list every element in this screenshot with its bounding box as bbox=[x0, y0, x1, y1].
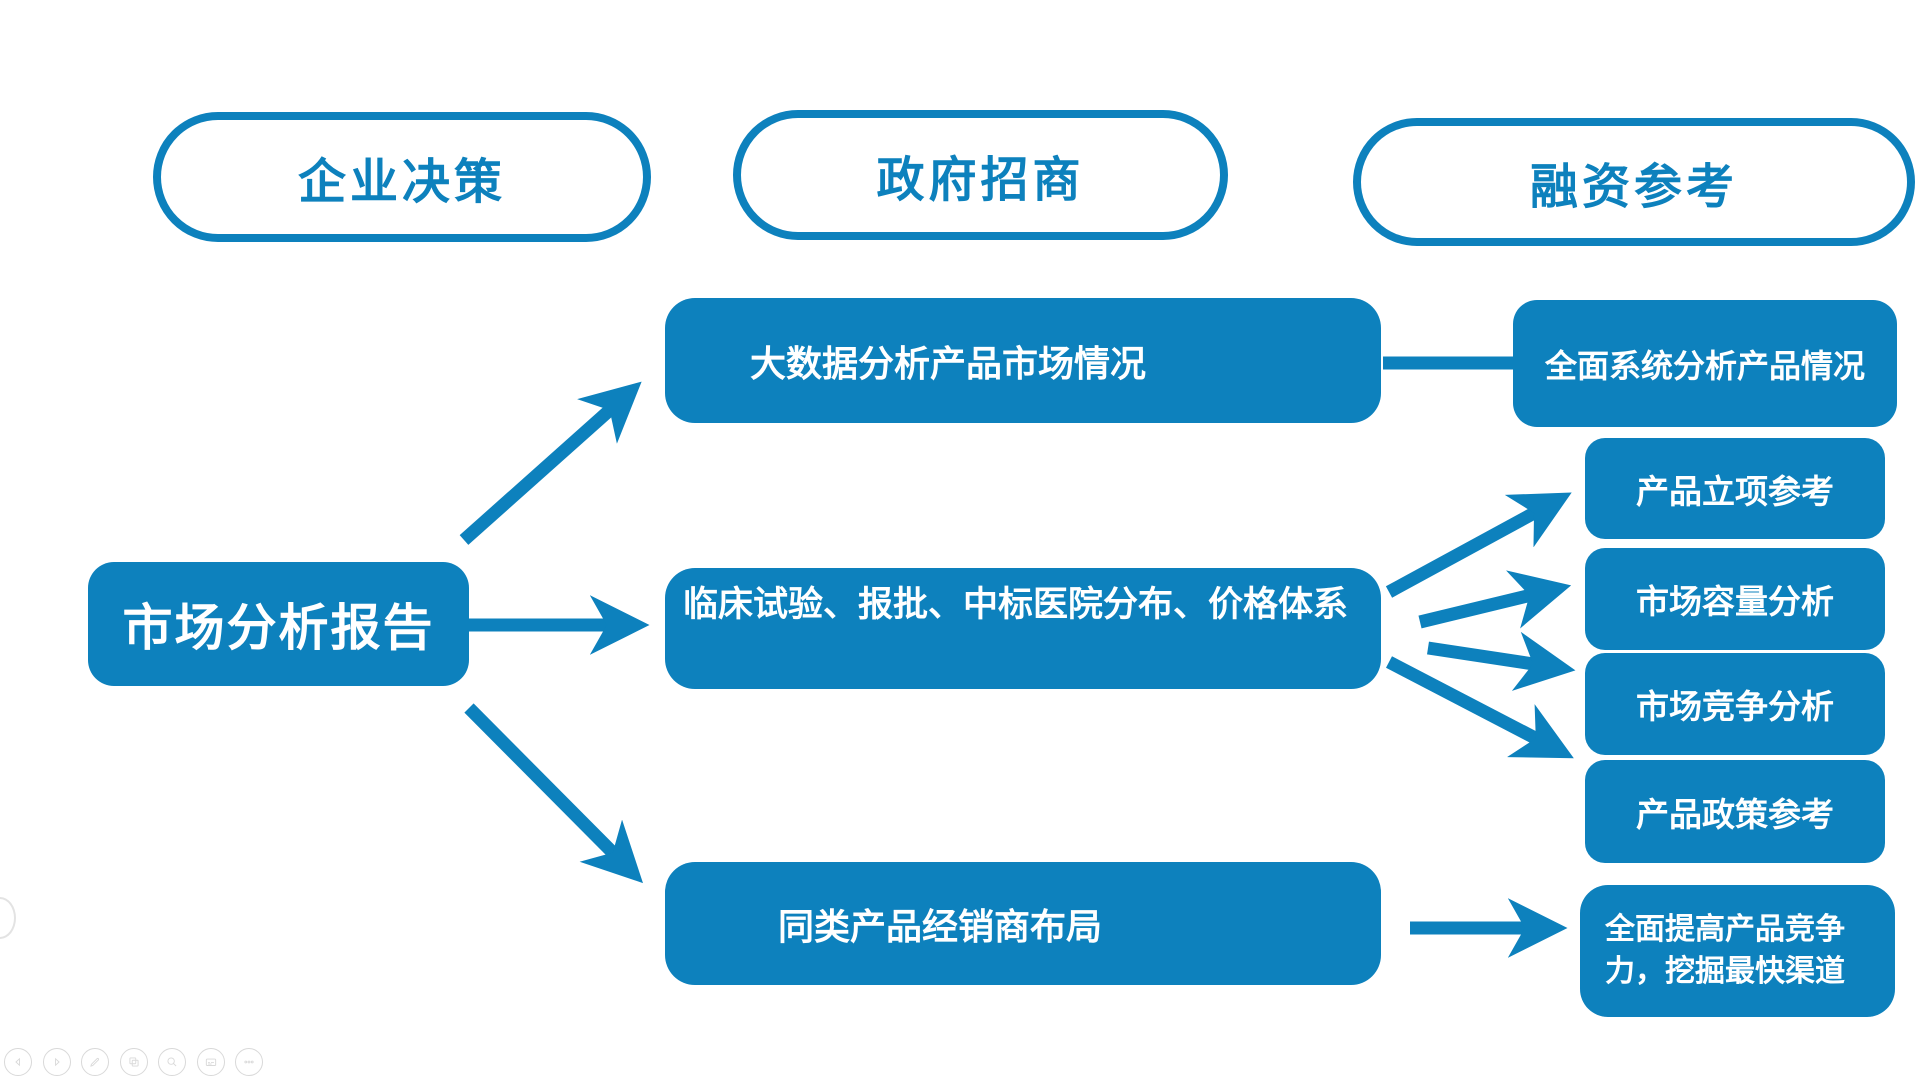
node-label: 临床试验、报批、中标医院分布、价格体系 bbox=[683, 584, 1349, 625]
viewer-toolbar bbox=[4, 1048, 263, 1076]
node-market-capacity-analysis: 市场容量分析 bbox=[1585, 548, 1885, 650]
magnifier-icon[interactable] bbox=[158, 1048, 186, 1076]
node-label: 大数据分析产品市场情况 bbox=[750, 342, 1147, 385]
edge-handle[interactable] bbox=[0, 897, 16, 939]
pill-financing-reference: 融资参考 bbox=[1353, 118, 1915, 246]
pen-annotate-icon[interactable] bbox=[81, 1048, 109, 1076]
root-node-label: 市场分析报告 bbox=[122, 598, 435, 657]
node-label: 同类产品经销商布局 bbox=[778, 905, 1103, 948]
node-market-competition-analysis: 市场竞争分析 bbox=[1585, 653, 1885, 755]
arrow-mid2-to-right4 bbox=[1427, 631, 1576, 691]
pill-label: 政府招商 bbox=[876, 152, 1085, 208]
node-product-project-reference: 产品立项参考 bbox=[1585, 438, 1885, 539]
arrow-mid2-to-right2 bbox=[1385, 492, 1572, 598]
node-improve-competitiveness: 全面提高产品竞争力，挖掘最快渠道 bbox=[1580, 885, 1895, 1017]
next-slide-icon[interactable] bbox=[42, 1048, 71, 1076]
node-clinical-approval-price: 临床试验、报批、中标医院分布、价格体系 bbox=[665, 568, 1381, 689]
node-distributor-layout: 同类产品经销商布局 bbox=[665, 862, 1381, 985]
pill-label: 融资参考 bbox=[1529, 159, 1738, 215]
arrow-mid2-to-right5 bbox=[1385, 656, 1574, 759]
more-options-icon[interactable] bbox=[235, 1048, 263, 1076]
arrow-root-to-mid1 bbox=[459, 381, 642, 545]
node-product-policy-reference: 产品政策参考 bbox=[1585, 760, 1885, 863]
pill-enterprise-decision: 企业决策 bbox=[153, 112, 651, 242]
root-node-market-analysis-report: 市场分析报告 bbox=[88, 562, 469, 686]
previous-slide-icon[interactable] bbox=[4, 1048, 32, 1076]
pill-government-investment: 政府招商 bbox=[733, 110, 1228, 240]
node-label: 产品立项参考 bbox=[1636, 471, 1834, 511]
arrow-root-to-mid3 bbox=[464, 703, 643, 884]
pill-label: 企业决策 bbox=[297, 154, 506, 210]
notes-view-icon[interactable] bbox=[196, 1048, 225, 1076]
arrow-mid2-to-right3 bbox=[1418, 570, 1572, 629]
slide-panel-icon[interactable] bbox=[119, 1048, 148, 1076]
node-label: 产品政策参考 bbox=[1636, 794, 1834, 834]
node-label: 市场容量分析 bbox=[1636, 582, 1834, 621]
node-label: 全面提高产品竞争力，挖掘最快渠道 bbox=[1605, 912, 1845, 989]
node-label: 市场竞争分析 bbox=[1636, 687, 1834, 726]
node-system-product-analysis: 全面系统分析产品情况 bbox=[1513, 300, 1897, 427]
node-big-data-market: 大数据分析产品市场情况 bbox=[665, 298, 1381, 423]
node-label: 全面系统分析产品情况 bbox=[1544, 346, 1865, 385]
